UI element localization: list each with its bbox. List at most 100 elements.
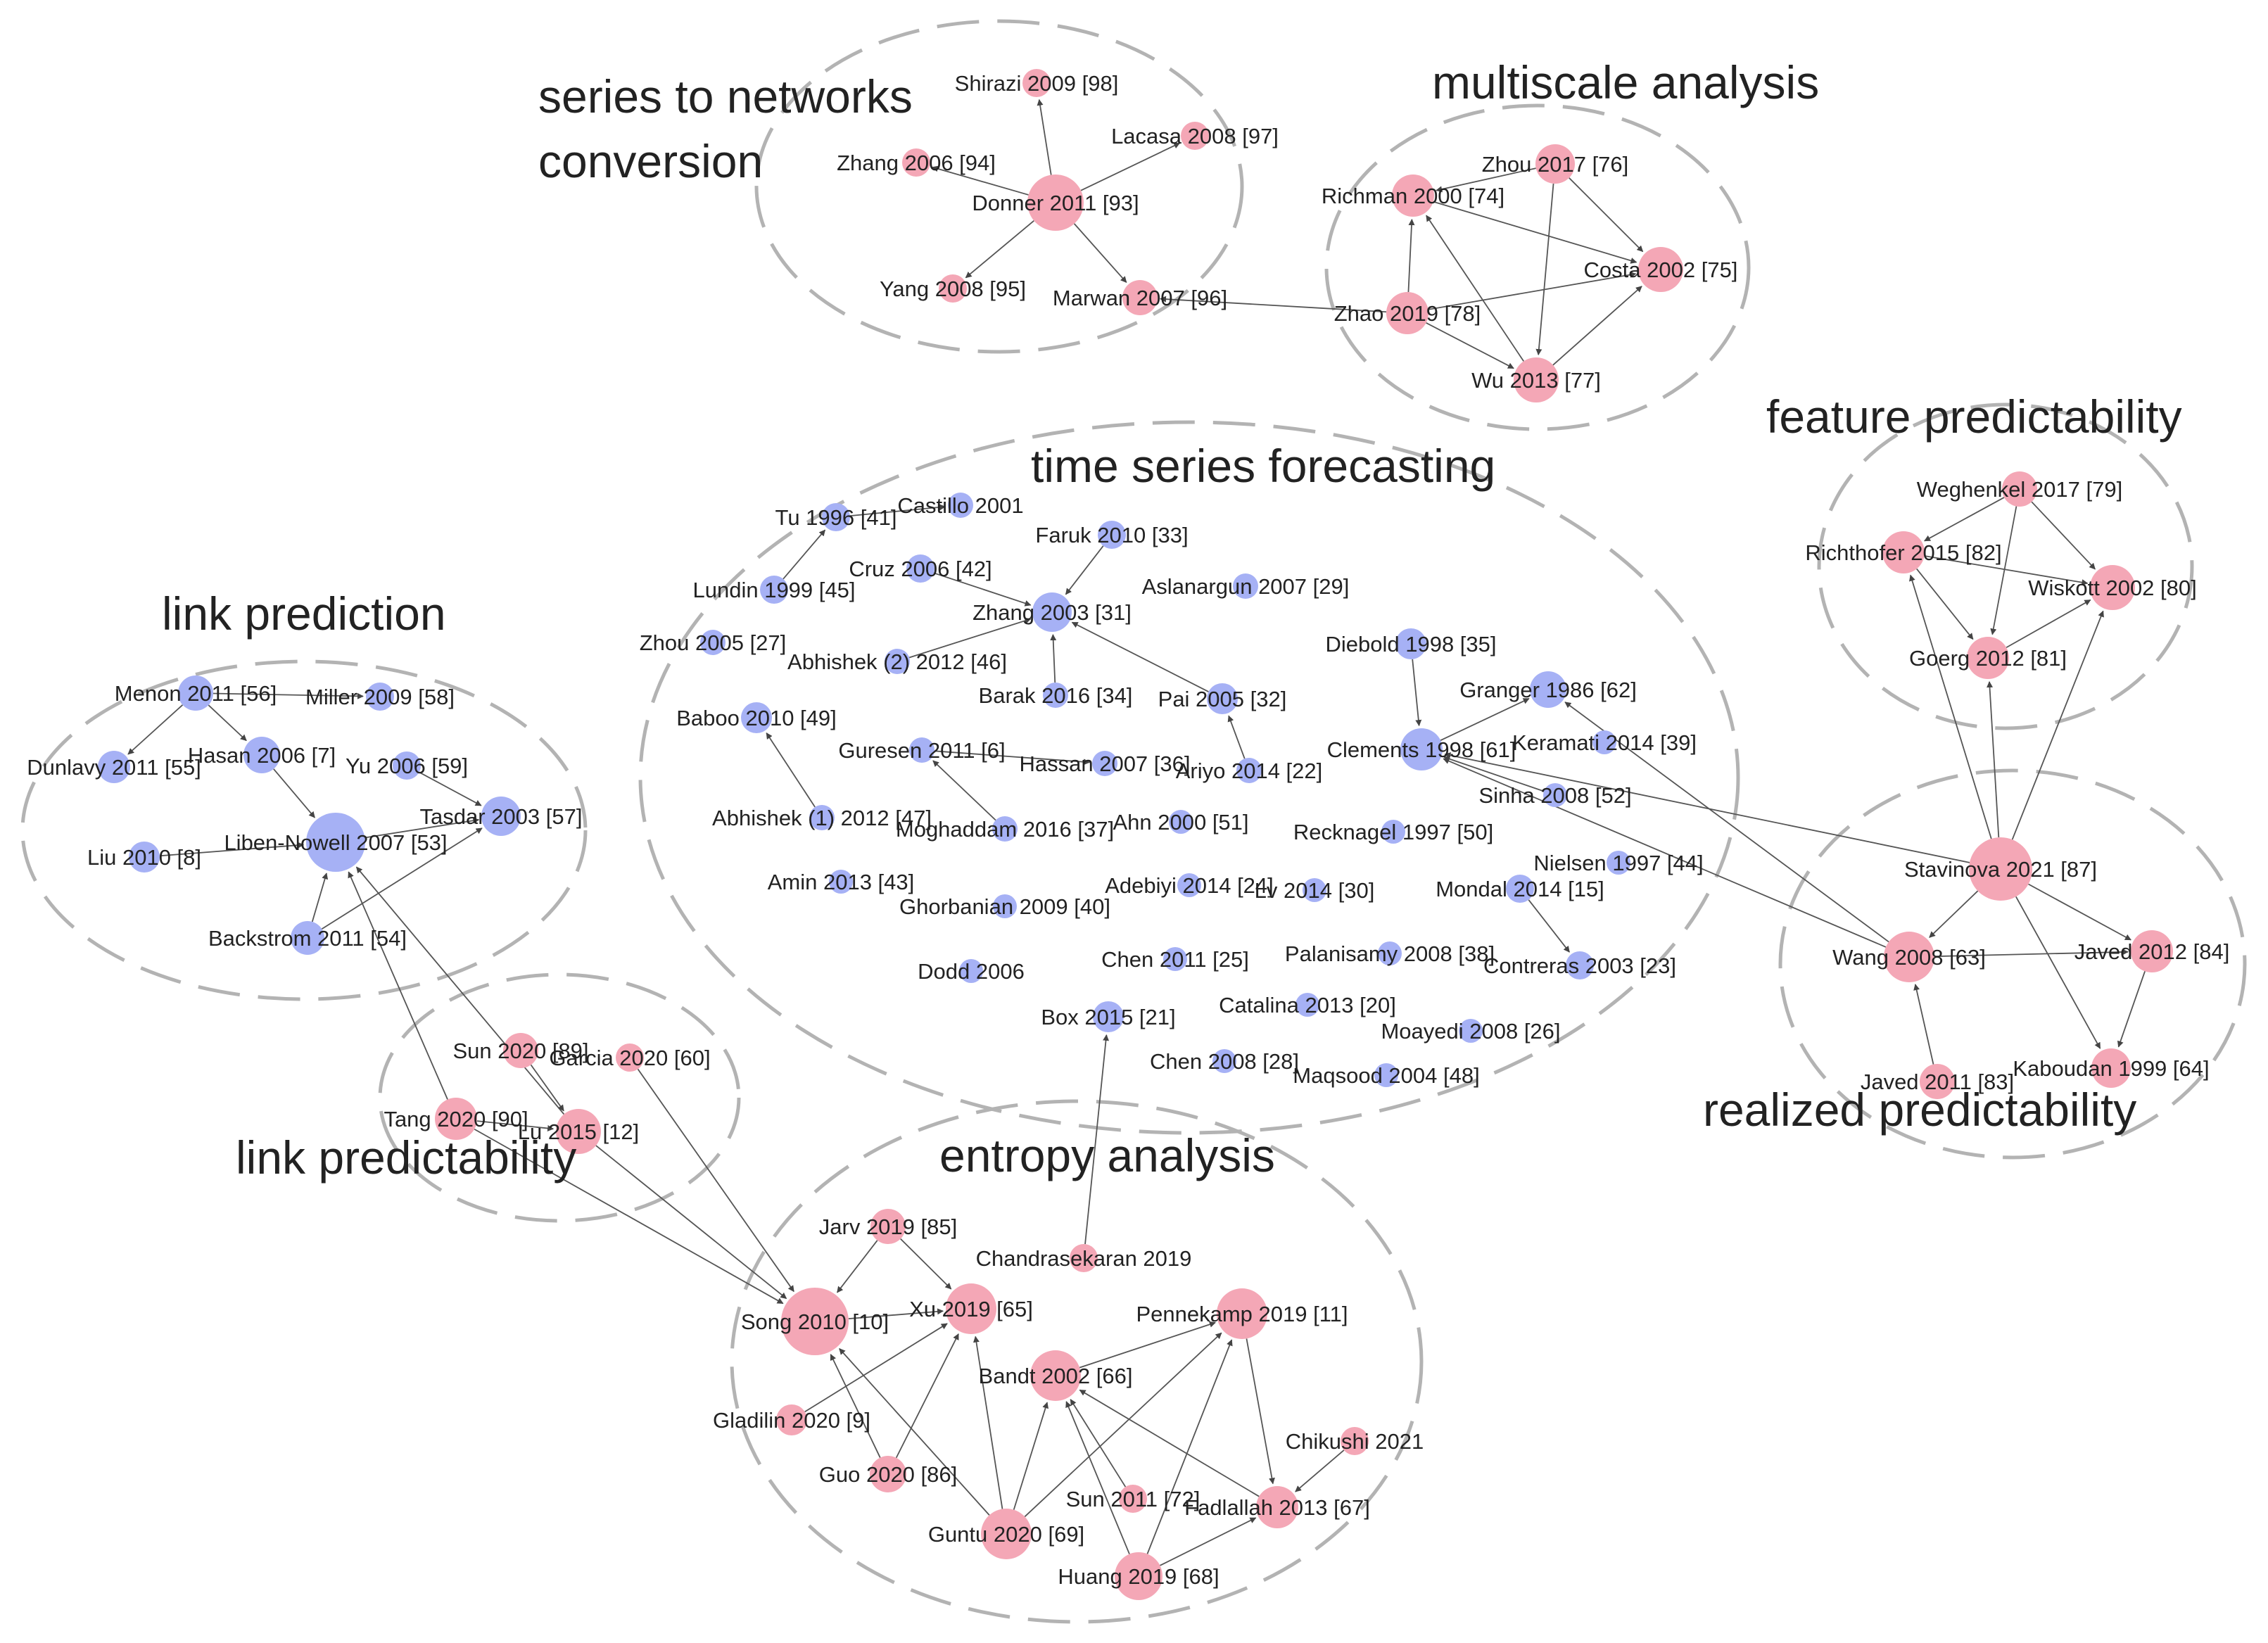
node-nielsen[interactable]: Nielsen 1997 [44] [1533, 851, 1704, 875]
node-circle[interactable] [1400, 728, 1443, 770]
node-circle[interactable] [1032, 592, 1072, 632]
node-circle[interactable] [503, 1033, 538, 1068]
node-circle[interactable] [1030, 1350, 1081, 1401]
node-circle[interactable] [1514, 357, 1559, 402]
node-circle[interactable] [1181, 122, 1209, 150]
node-circle[interactable] [781, 1288, 849, 1355]
node-pai[interactable]: Pai 2005 [32] [1158, 683, 1287, 714]
node-circle[interactable] [1378, 941, 1402, 965]
node-circle[interactable] [1217, 1288, 1267, 1339]
node-chen2008[interactable]: Chen 2008 [28] [1150, 1049, 1299, 1074]
node-bandt[interactable]: Bandt 2002 [66] [979, 1350, 1133, 1401]
node-tang[interactable]: Tang 2020 [90] [384, 1098, 528, 1140]
node-wang[interactable]: Wang 2008 [63] [1832, 932, 1986, 982]
node-circle[interactable] [1163, 947, 1187, 971]
node-ghorbanian[interactable]: Ghorbanian 2009 [40] [899, 894, 1110, 919]
node-circle[interactable] [1535, 144, 1575, 184]
node-circle[interactable] [1236, 758, 1262, 783]
node-lv[interactable]: Lv 2014 [30] [1255, 878, 1375, 903]
node-circle[interactable] [760, 576, 788, 604]
node-circle[interactable] [1169, 810, 1193, 834]
node-chikushi[interactable]: Chikushi 2021 [1286, 1427, 1424, 1455]
node-guo[interactable]: Guo 2020 [86] [819, 1456, 958, 1492]
node-granger[interactable]: Granger 1986 [62] [1459, 671, 1637, 708]
node-zhang2006[interactable]: Zhang 2006 [94] [837, 148, 996, 177]
node-amin[interactable]: Amin 2013 [43] [768, 870, 915, 894]
node-circle[interactable] [1022, 69, 1051, 97]
node-circle[interactable] [1884, 932, 1934, 982]
node-lu[interactable]: Lu 2015 [12] [518, 1109, 639, 1154]
node-circle[interactable] [1920, 1064, 1955, 1099]
node-circle[interactable] [1093, 1001, 1124, 1032]
node-box[interactable]: Box 2015 [21] [1041, 1001, 1176, 1032]
node-costa[interactable]: Costa 2002 [75] [1584, 247, 1738, 292]
node-ahn[interactable]: Ahn 2000 [51] [1113, 810, 1249, 835]
node-weghenkel[interactable]: Weghenkel 2017 [79] [1917, 471, 2122, 507]
node-clements[interactable]: Clements 1998 [61] [1327, 728, 1516, 770]
node-zhao[interactable]: Zhao 2019 [78] [1334, 292, 1481, 334]
node-aslanargun[interactable]: Aslanargun 2007 [29] [1142, 573, 1350, 599]
node-menon[interactable]: Menon 2011 [56] [115, 675, 277, 711]
node-circle[interactable] [1381, 820, 1405, 844]
node-marwan[interactable]: Marwan 2007 [96] [1053, 280, 1227, 315]
node-zhang2003[interactable]: Zhang 2003 [31] [973, 592, 1132, 632]
node-huang[interactable]: Huang 2019 [68] [1058, 1552, 1219, 1600]
node-circle[interactable] [992, 816, 1018, 842]
node-libennowell[interactable]: Liben-Nowell 2007 [53] [224, 813, 448, 872]
node-palanisamy[interactable]: Palanisamy 2008 [38] [1285, 941, 1495, 966]
node-circle[interactable] [1119, 1485, 1147, 1513]
node-circle[interactable] [2091, 1048, 2131, 1088]
node-circle[interactable] [1506, 875, 1534, 903]
node-guntu[interactable]: Guntu 2020 [69] [928, 1509, 1084, 1559]
node-adebiyi[interactable]: Adebiyi 2014 [24] [1105, 873, 1274, 898]
node-circle[interactable] [909, 737, 935, 763]
node-circle[interactable] [1341, 1427, 1369, 1455]
node-liu[interactable]: Liu 2010 [8] [87, 842, 201, 873]
node-circle[interactable] [481, 797, 521, 836]
node-dunlavy[interactable]: Dunlavy 2011 [55] [27, 751, 201, 783]
node-yang[interactable]: Yang 2008 [95] [880, 274, 1026, 303]
node-catalina[interactable]: Catalina 2013 [20] [1219, 993, 1396, 1017]
node-moayedi[interactable]: Moayedi 2008 [26] [1381, 1019, 1561, 1043]
node-hassan[interactable]: Hassan 2007 [36] [1019, 751, 1191, 776]
node-circle[interactable] [809, 805, 835, 830]
node-garcia[interactable]: Garcia 2020 [60] [549, 1043, 711, 1072]
node-circle[interactable] [2002, 471, 2037, 507]
node-circle[interactable] [1122, 280, 1158, 315]
node-circle[interactable] [1092, 751, 1117, 776]
node-circle[interactable] [1115, 1552, 1162, 1600]
node-circle[interactable] [1303, 878, 1326, 902]
node-maqsood[interactable]: Maqsood 2004 [48] [1293, 1063, 1480, 1088]
node-javed2011[interactable]: Javed 2011 [83] [1861, 1064, 2014, 1099]
node-richman[interactable]: Richman 2000 [74] [1322, 175, 1504, 217]
node-circle[interactable] [1392, 175, 1434, 217]
node-chandrasekaran[interactable]: Chandrasekaran 2019 [976, 1244, 1192, 1272]
node-circle[interactable] [946, 1283, 996, 1334]
node-circle[interactable] [959, 959, 983, 983]
node-circle[interactable] [1070, 1244, 1098, 1272]
node-richthofer[interactable]: Richthofer 2015 [82] [1805, 531, 2002, 573]
node-circle[interactable] [1459, 1019, 1483, 1043]
node-wiskott[interactable]: Wiskott 2002 [80] [2028, 565, 2197, 610]
node-circle[interactable] [1043, 683, 1068, 708]
node-circle[interactable] [291, 921, 324, 955]
node-zhou2017[interactable]: Zhou 2017 [76] [1482, 144, 1629, 184]
node-diebold[interactable]: Diebold 1998 [35] [1325, 628, 1497, 659]
node-sinha[interactable]: Sinha 2008 [52] [1478, 783, 1632, 808]
node-circle[interactable] [1882, 531, 1925, 573]
node-mondal[interactable]: Mondal 2014 [15] [1436, 875, 1604, 903]
node-circle[interactable] [1967, 637, 2009, 679]
node-song[interactable]: Song 2010 [10] [741, 1288, 889, 1355]
node-abhishek1[interactable]: Abhishek (1) 2012 [47] [712, 805, 932, 830]
node-gladilin[interactable]: Gladilin 2020 [9] [713, 1404, 870, 1435]
node-shirazi[interactable]: Shirazi 2009 [98] [955, 69, 1119, 97]
node-ariyo[interactable]: Ariyo 2014 [22] [1176, 758, 1323, 783]
node-circle[interactable] [776, 1404, 807, 1435]
node-jarv[interactable]: Jarv 2019 [85] [819, 1209, 957, 1244]
node-faruk[interactable]: Faruk 2010 [33] [1035, 521, 1189, 549]
node-circle[interactable] [1295, 993, 1319, 1017]
node-miller[interactable]: Miller 2009 [58] [305, 683, 455, 711]
node-abhishek2[interactable]: Abhishek (2) 2012 [46] [787, 649, 1007, 674]
node-circle[interactable] [98, 751, 130, 783]
node-wu[interactable]: Wu 2013 [77] [1471, 357, 1601, 402]
